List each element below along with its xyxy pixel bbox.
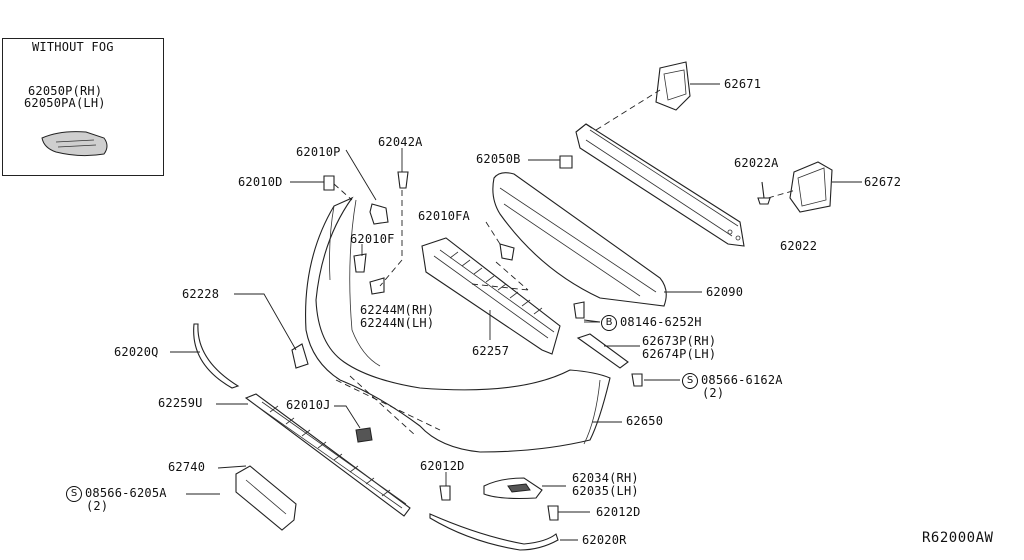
part-label-62673P: 62673P(RH) bbox=[642, 334, 717, 348]
part-label-62020R: 62020R bbox=[582, 533, 627, 547]
bolt-62022A bbox=[757, 181, 771, 205]
part-label-62010F: 62010F bbox=[350, 232, 395, 246]
part-label-62050B: 62050B bbox=[476, 152, 521, 166]
bracket-62228 bbox=[234, 293, 309, 369]
part-label-62010P: 62010P bbox=[296, 145, 341, 159]
diagram-code: R62000AW bbox=[922, 530, 994, 546]
fog-cover-62034 bbox=[483, 477, 566, 500]
screw-symbol-circle-2: S bbox=[66, 486, 82, 502]
molding-62020Q bbox=[170, 323, 240, 389]
part-label-62010FA: 62010FA bbox=[418, 209, 470, 223]
grille-62257 bbox=[421, 237, 561, 355]
fasteners-top bbox=[290, 148, 601, 323]
part-label-62650: 62650 bbox=[626, 414, 664, 428]
clip-62012D-mid bbox=[439, 472, 451, 501]
part-label-62035: 62035(LH) bbox=[572, 484, 639, 498]
part-label-62020Q: 62020Q bbox=[114, 345, 159, 359]
fog-cover-part bbox=[41, 131, 108, 157]
part-label-62012D-mid: 62012D bbox=[420, 459, 465, 473]
part-label-62228: 62228 bbox=[182, 287, 220, 301]
part-label-62244N: 62244N(LH) bbox=[360, 316, 435, 330]
bracket-62672 bbox=[767, 161, 862, 213]
part-label-62090: 62090 bbox=[706, 285, 744, 299]
part-label-62010D-top: 62010D bbox=[238, 175, 283, 189]
without-fog-inset bbox=[2, 38, 164, 176]
inset-title: WITHOUT FOG bbox=[32, 40, 114, 54]
part-label-08566-6162A: 08566-6162A bbox=[701, 373, 783, 387]
inset-part-lh: 62050PA(LH) bbox=[24, 96, 106, 110]
part-label-08566-6162A-qty: (2) bbox=[702, 386, 725, 400]
part-label-62671: 62671 bbox=[724, 77, 762, 91]
part-label-62012D-low: 62012D bbox=[596, 505, 641, 519]
part-label-62672: 62672 bbox=[864, 175, 902, 189]
part-label-08566-6205A: 08566-6205A bbox=[85, 486, 167, 500]
bracket-62673P bbox=[576, 333, 680, 387]
clip-62010J bbox=[334, 405, 373, 443]
reinforcement-beam bbox=[575, 123, 745, 247]
part-label-08146-6252H: 08146-6252H bbox=[620, 315, 702, 329]
molding-62020R bbox=[429, 513, 578, 551]
part-label-62259U: 62259U bbox=[158, 396, 203, 410]
screw-symbol-circle-1: S bbox=[682, 373, 698, 389]
part-label-62034: 62034(RH) bbox=[572, 471, 639, 485]
part-label-62674P: 62674P(LH) bbox=[642, 347, 717, 361]
bolt-symbol-circle: B bbox=[601, 315, 617, 331]
part-label-62257: 62257 bbox=[472, 344, 510, 358]
part-label-62740: 62740 bbox=[168, 460, 206, 474]
energy-absorber bbox=[492, 172, 702, 307]
inset-part-rh: 62050P(RH) bbox=[28, 84, 103, 98]
part-label-62010J: 62010J bbox=[286, 398, 331, 412]
part-label-62022: 62022 bbox=[780, 239, 818, 253]
part-label-62022A: 62022A bbox=[734, 156, 779, 170]
bracket-62671 bbox=[595, 61, 720, 131]
part-label-62042A: 62042A bbox=[378, 135, 423, 149]
part-label-62244M: 62244M(RH) bbox=[360, 303, 435, 317]
bolt-62050B bbox=[528, 155, 573, 169]
bumper-fascia bbox=[305, 196, 622, 453]
part-label-08566-6205A-qty: (2) bbox=[86, 499, 109, 513]
clip-62012D-low bbox=[547, 505, 590, 521]
lower-grille bbox=[216, 393, 411, 517]
license-bracket bbox=[186, 465, 297, 531]
